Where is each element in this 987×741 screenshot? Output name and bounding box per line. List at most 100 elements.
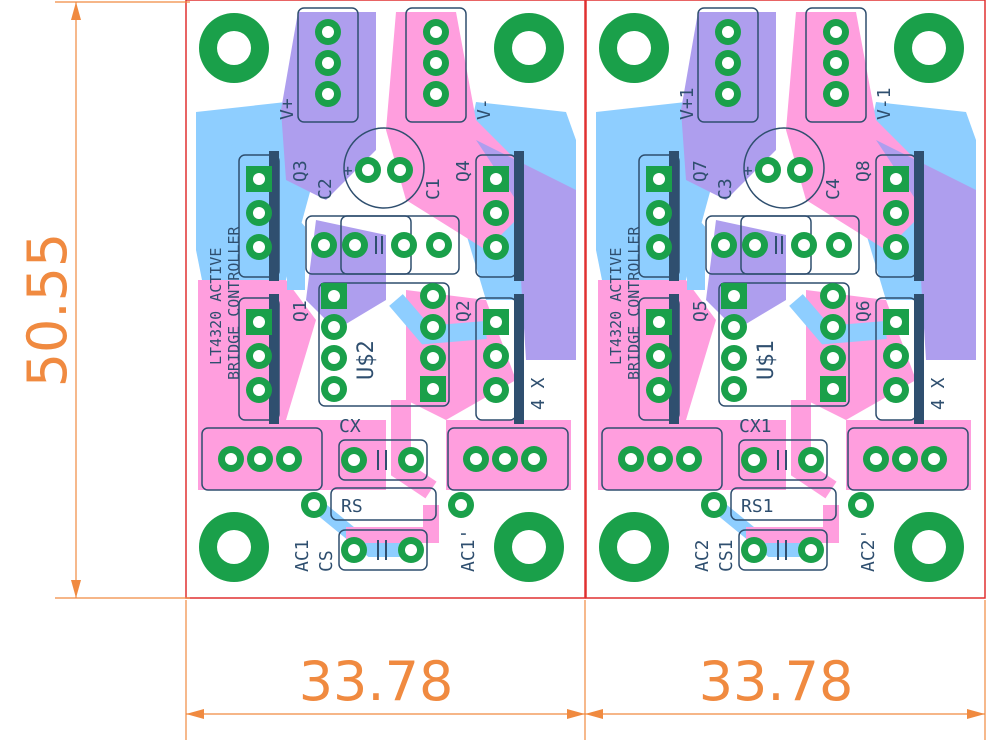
- electrolytic-cap-pad-minus-drill: [394, 164, 406, 176]
- mount-hole-bottom-right-drill: [512, 530, 546, 564]
- ic-pad-left-2-drill: [328, 321, 340, 333]
- ic-pad-right-4-drill: [827, 383, 839, 395]
- ic-pad-right-2-drill: [427, 321, 439, 333]
- terminal-left-pad-1-drill: [625, 453, 637, 465]
- cap-right-outline: [740, 215, 860, 275]
- cap-left-pad-2-drill: [349, 239, 361, 251]
- transistor-top-right-pad-3-drill: [490, 241, 502, 253]
- rs-outline: [730, 487, 837, 521]
- cs-outline: [338, 529, 428, 571]
- label-q-bot-left: Q1: [290, 300, 311, 322]
- cap-left-pad-1-drill: [318, 239, 330, 251]
- cx-outline: [338, 439, 428, 481]
- electrolytic-plus-mark: +: [343, 161, 353, 180]
- transistor-bottom-left-pad-1-drill: [253, 316, 265, 328]
- transistor-top-left-tab: [269, 151, 279, 281]
- cs-pad-1-drill: [348, 544, 360, 556]
- transistor-bottom-left-pad-2-drill: [253, 350, 265, 362]
- cap-right-pad-2-drill: [833, 239, 845, 251]
- label-quantity: 4 X: [928, 377, 949, 410]
- ic-pad-left-3-drill: [728, 352, 740, 364]
- label-v-neg: V-: [474, 98, 495, 120]
- terminal-left-pad-2-drill: [254, 453, 266, 465]
- transistor-bottom-right-tab: [914, 294, 924, 424]
- cap-symbol: [375, 236, 383, 254]
- ic-outline: [318, 282, 450, 407]
- board-edge: [185, 0, 586, 599]
- cs-outline: [738, 529, 828, 571]
- cx-pad-1-drill: [748, 454, 760, 466]
- dimension-height: 50.55: [16, 233, 79, 388]
- label-q-top-right: Q4: [453, 160, 474, 182]
- label-quantity: 4 X: [528, 377, 549, 410]
- label-q-bot-right: Q6: [853, 300, 874, 322]
- header-vneg-pad-1-drill: [430, 26, 442, 38]
- top-trace-1: [391, 400, 437, 499]
- cs-pad-1-drill: [748, 544, 760, 556]
- header-vneg-pad-2-drill: [830, 57, 842, 69]
- label-rs: RS: [341, 496, 363, 517]
- label-q-top-left: Q7: [690, 160, 711, 182]
- ic-pad-right-2-drill: [827, 321, 839, 333]
- ic-pad-left-4-drill: [328, 383, 340, 395]
- header-vpos-pad-2-drill: [322, 57, 334, 69]
- transistor-bottom-right-pad-1-drill: [890, 316, 902, 328]
- transistor-bottom-left-pad-3-drill: [653, 384, 665, 396]
- dimension-width-right: 33.78: [699, 650, 854, 713]
- transistor-bottom-left-tab: [669, 294, 679, 424]
- transistor-bottom-left-tab: [269, 294, 279, 424]
- header-vpos-pad-3-drill: [722, 88, 734, 100]
- ic-pad-left-1-drill: [328, 290, 340, 302]
- top-trace-1: [791, 400, 837, 499]
- electrolytic-cap-pad-minus-drill: [794, 164, 806, 176]
- transistor-bottom-right-tab: [514, 294, 524, 424]
- cap-right-pad-1-drill: [398, 239, 410, 251]
- top-trace-2: [346, 505, 439, 543]
- transistor-bottom-right-pad-3-drill: [890, 384, 902, 396]
- transistor-bottom-right-pad-1-drill: [490, 316, 502, 328]
- terminal-left-pad-2-drill: [654, 453, 666, 465]
- mount-hole-top-right-drill: [512, 31, 546, 65]
- dimension-width-left: 33.78: [299, 650, 454, 713]
- terminal-right-outline: [847, 427, 969, 491]
- overlap-pour-right: [476, 140, 576, 360]
- label-ac-right: AC2': [858, 529, 879, 572]
- label-ac-right: AC1': [458, 529, 479, 572]
- mount-hole-bottom-left-drill: [617, 530, 651, 564]
- ic-pad-right-4-drill: [427, 383, 439, 395]
- label-cx: CX1: [739, 416, 772, 437]
- terminal-left-pad-3-drill: [283, 453, 295, 465]
- terminal-right-outline: [447, 427, 569, 491]
- label-cx: CX: [339, 416, 361, 437]
- terminal-left-pad-1-drill: [225, 453, 237, 465]
- header-vneg-pad-3-drill: [430, 88, 442, 100]
- mount-hole-bottom-left-drill: [217, 530, 251, 564]
- mount-hole-bottom-right-drill: [912, 530, 946, 564]
- cx-outline: [738, 439, 828, 481]
- rs-pad-1-drill: [708, 499, 720, 511]
- header-vpos-outline: [297, 7, 359, 123]
- label-q-top-right: Q8: [853, 160, 874, 182]
- label-cap-right: C4: [823, 178, 844, 200]
- electrolytic-cap-pad-plus-drill: [762, 164, 774, 176]
- cx-pad-2-drill: [805, 454, 817, 466]
- transistor-top-right-pad-2-drill: [890, 207, 902, 219]
- label-ic: U$2: [354, 340, 379, 380]
- ic-pad-right-3-drill: [427, 352, 439, 364]
- label-ic: U$1: [754, 340, 779, 380]
- transistor-top-left-tab: [669, 151, 679, 281]
- cs-symbol: [777, 540, 787, 560]
- terminal-right-pad-3-drill: [928, 453, 940, 465]
- ic-pad-right-3-drill: [827, 352, 839, 364]
- cx-symbol: [377, 450, 387, 470]
- transistor-top-right-pad-1-drill: [890, 173, 902, 185]
- cap-symbol: [775, 236, 783, 254]
- transistor-bottom-right-pad-2-drill: [490, 350, 502, 362]
- rs-pad-1-drill: [308, 499, 320, 511]
- electrolytic-cap-outline: [743, 127, 825, 209]
- transistor-top-right-tab: [514, 151, 524, 281]
- transistor-bottom-left-pad-3-drill: [253, 384, 265, 396]
- label-cap-left: C2: [315, 178, 336, 200]
